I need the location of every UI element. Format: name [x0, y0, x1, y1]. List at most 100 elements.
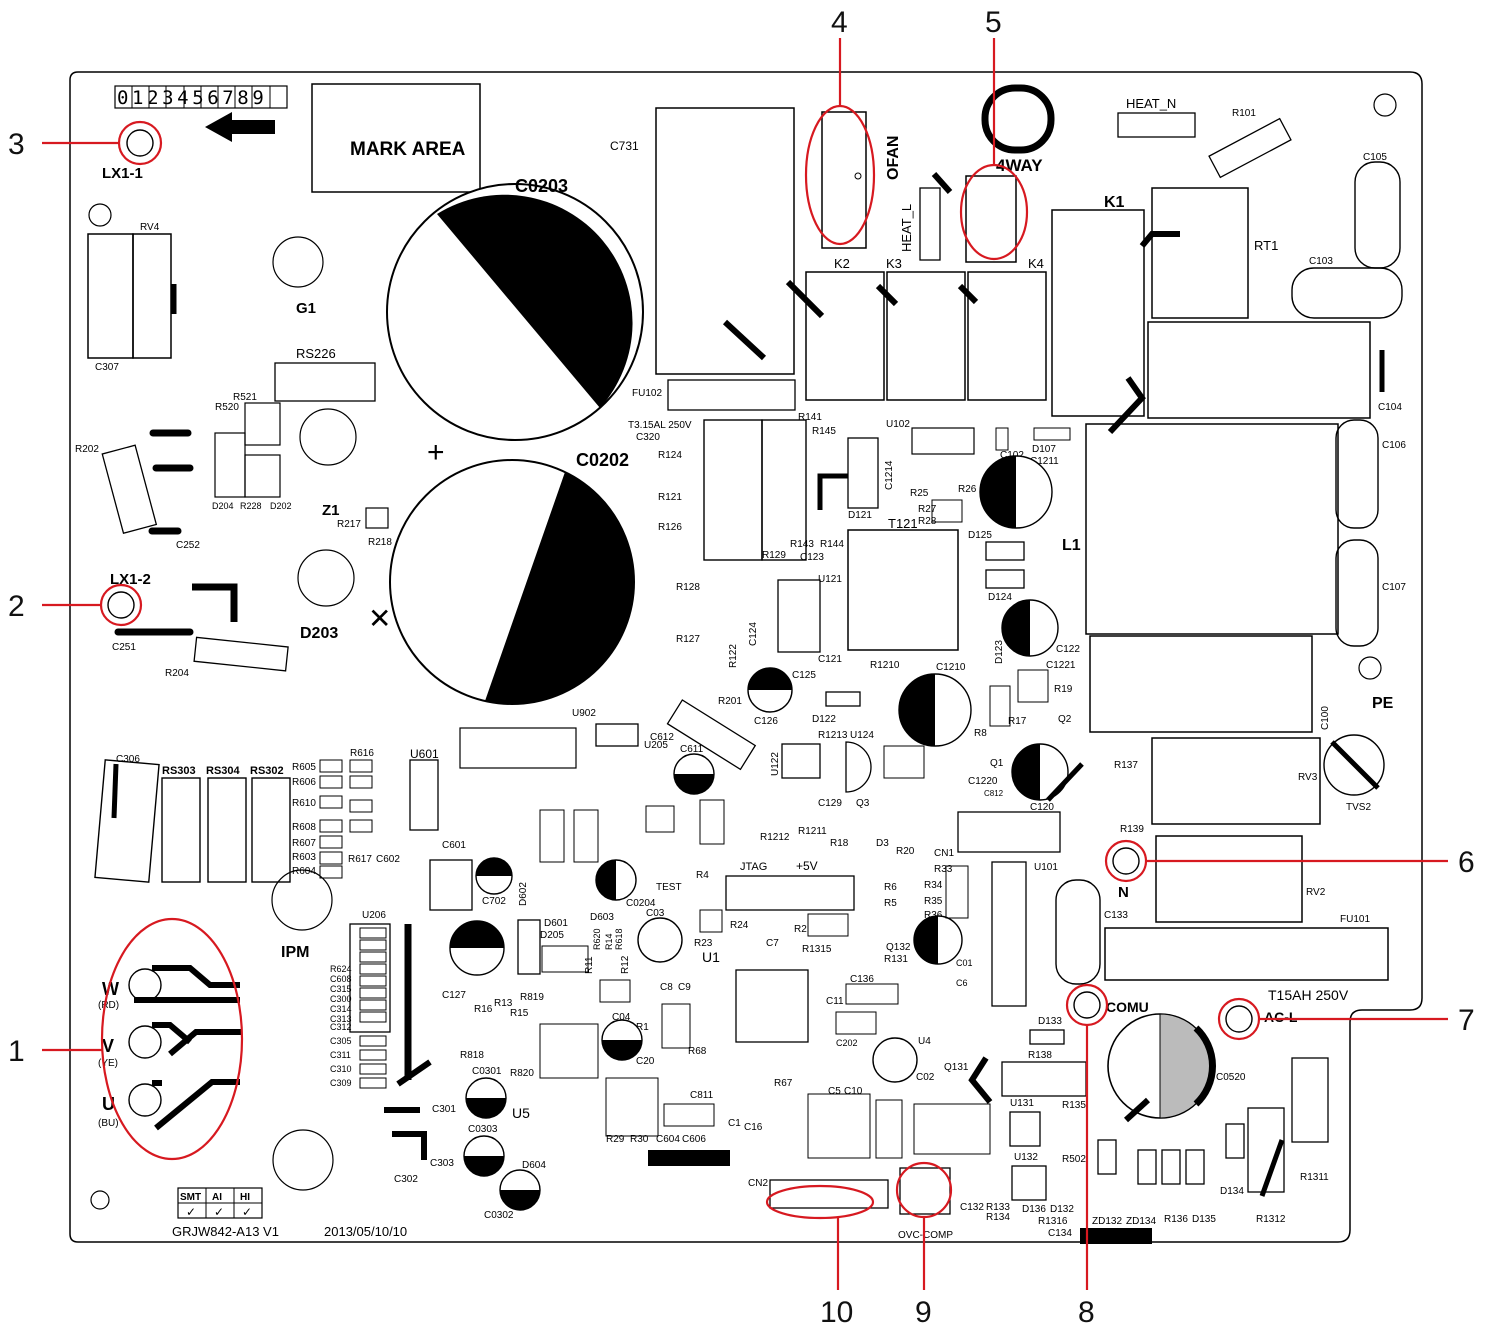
cn2-connector [769, 1179, 889, 1209]
c307-label: C307 [95, 362, 119, 373]
mount-pad [272, 1129, 334, 1191]
c0303-cap [463, 1135, 505, 1177]
svg-text:✓: ✓ [186, 1205, 196, 1219]
c129-label: C129 [818, 798, 842, 809]
board-date: 2013/05/10/10 [324, 1224, 407, 1239]
u132-label: U132 [1014, 1152, 1038, 1163]
callout-ring-3 [117, 120, 163, 166]
d205-label: D205 [540, 930, 564, 941]
c702-label: C702 [482, 896, 506, 907]
r25-label: R25 [910, 488, 929, 499]
callout-ring-9 [895, 1161, 953, 1219]
rt1-label: RT1 [1254, 238, 1278, 253]
c120-mark [1046, 762, 1084, 802]
silkscreen-bars [114, 429, 194, 636]
r14-label: R14 [604, 933, 614, 950]
u206-chip [349, 923, 391, 1033]
u5-label: U5 [512, 1105, 530, 1121]
rv2-body [1155, 835, 1303, 923]
svg-text:R607: R607 [292, 838, 316, 849]
svg-text:R606: R606 [292, 777, 316, 788]
d125-body [985, 541, 1025, 561]
bottom-bar-left [648, 1150, 730, 1166]
c604-label: C604 [656, 1134, 680, 1145]
r20-label: R20 [896, 846, 915, 857]
d135-label: D135 [1192, 1214, 1216, 1225]
svg-text:C314: C314 [330, 1004, 352, 1014]
u1-label: U1 [702, 949, 720, 965]
c612-label: C612 [650, 732, 674, 743]
svg-text:R616: R616 [350, 748, 374, 759]
lx1-2-pad [107, 591, 135, 619]
c0301-cap [465, 1077, 507, 1119]
mount-hole [1373, 93, 1397, 117]
c731-label: C731 [610, 139, 639, 153]
r520-block [214, 402, 281, 498]
lx1-1-label: LX1-1 [102, 165, 143, 182]
r217-label: R217 [337, 519, 361, 530]
svg-text:C309: C309 [330, 1078, 352, 1088]
rs302-label: RS302 [250, 765, 284, 777]
r520-label: R520 [215, 402, 239, 413]
c611-label: C611 [680, 744, 704, 755]
ac-l-label: AC-L [1264, 1009, 1298, 1025]
c103-body [1291, 267, 1403, 319]
cn1-label: CN1 [934, 848, 954, 859]
d202-label: D202 [270, 501, 292, 511]
c20-label: C20 [636, 1056, 655, 1067]
c0301-label: C0301 [472, 1066, 502, 1077]
ac-l-pad [1225, 1005, 1253, 1033]
c5-label: C5 [828, 1086, 841, 1097]
ipm-pad [271, 869, 333, 931]
callout-ring-7 [1217, 997, 1261, 1041]
svg-text:SMT: SMT [180, 1192, 201, 1203]
capacitor-c0203: C0203 [386, 176, 644, 441]
c133-label: C133 [1104, 910, 1128, 921]
tvs2-label: TVS2 [1346, 802, 1371, 813]
jtag-label: JTAG [740, 861, 767, 873]
k1-mark [1139, 231, 1180, 248]
mark-area-label: MARK AREA [350, 139, 466, 160]
d123-label: D123 [994, 640, 1005, 664]
c1211-label: C1211 [1030, 456, 1059, 467]
callout-ring-2 [99, 583, 143, 627]
c601-label: C601 [442, 840, 466, 851]
r19-label: R19 [1054, 684, 1073, 695]
cross-sign: ✕ [368, 603, 391, 634]
c606-label: C606 [682, 1134, 706, 1145]
r1-label: R1 [636, 1022, 649, 1033]
comu-pad [1073, 991, 1101, 1019]
c1210-label: C1210 [936, 662, 966, 673]
r30-label: R30 [630, 1134, 649, 1145]
shunt-resistors [161, 777, 291, 883]
r36-label: R36 [924, 910, 943, 921]
d203-label: D203 [300, 625, 338, 642]
zener-row [1097, 1139, 1205, 1185]
jtag-header [725, 875, 855, 911]
bottom-bar-right [1080, 1228, 1152, 1244]
svg-text:C312: C312 [330, 1022, 352, 1032]
u132-body [1011, 1165, 1047, 1201]
relay-marks [785, 279, 979, 319]
d107-label: D107 [1032, 444, 1056, 455]
c120-label: C120 [1030, 802, 1054, 813]
capacitor-c0202: C0202 [389, 450, 635, 705]
c1211-cap [979, 455, 1053, 529]
z1-pad [299, 408, 357, 466]
c127-label: C127 [442, 990, 466, 1001]
c105-label: C105 [1363, 152, 1387, 163]
fourway-label: 4WAY [996, 156, 1043, 175]
r141-block [761, 419, 807, 561]
plus5v-label: +5V [796, 859, 818, 873]
k1-label: K1 [1104, 194, 1125, 211]
mark-area [311, 83, 481, 193]
l1-label: L1 [1062, 537, 1081, 554]
svg-text:C315: C315 [330, 984, 352, 994]
q2-label: Q2 [1058, 714, 1072, 725]
r1312-label: R1312 [1256, 1214, 1286, 1225]
callout-ring-5 [959, 163, 1029, 261]
callout-number-5: 5 [985, 6, 1002, 39]
c307-body [87, 233, 134, 359]
svg-text:C300: C300 [330, 994, 352, 1004]
ofan-pin1 [854, 172, 862, 180]
